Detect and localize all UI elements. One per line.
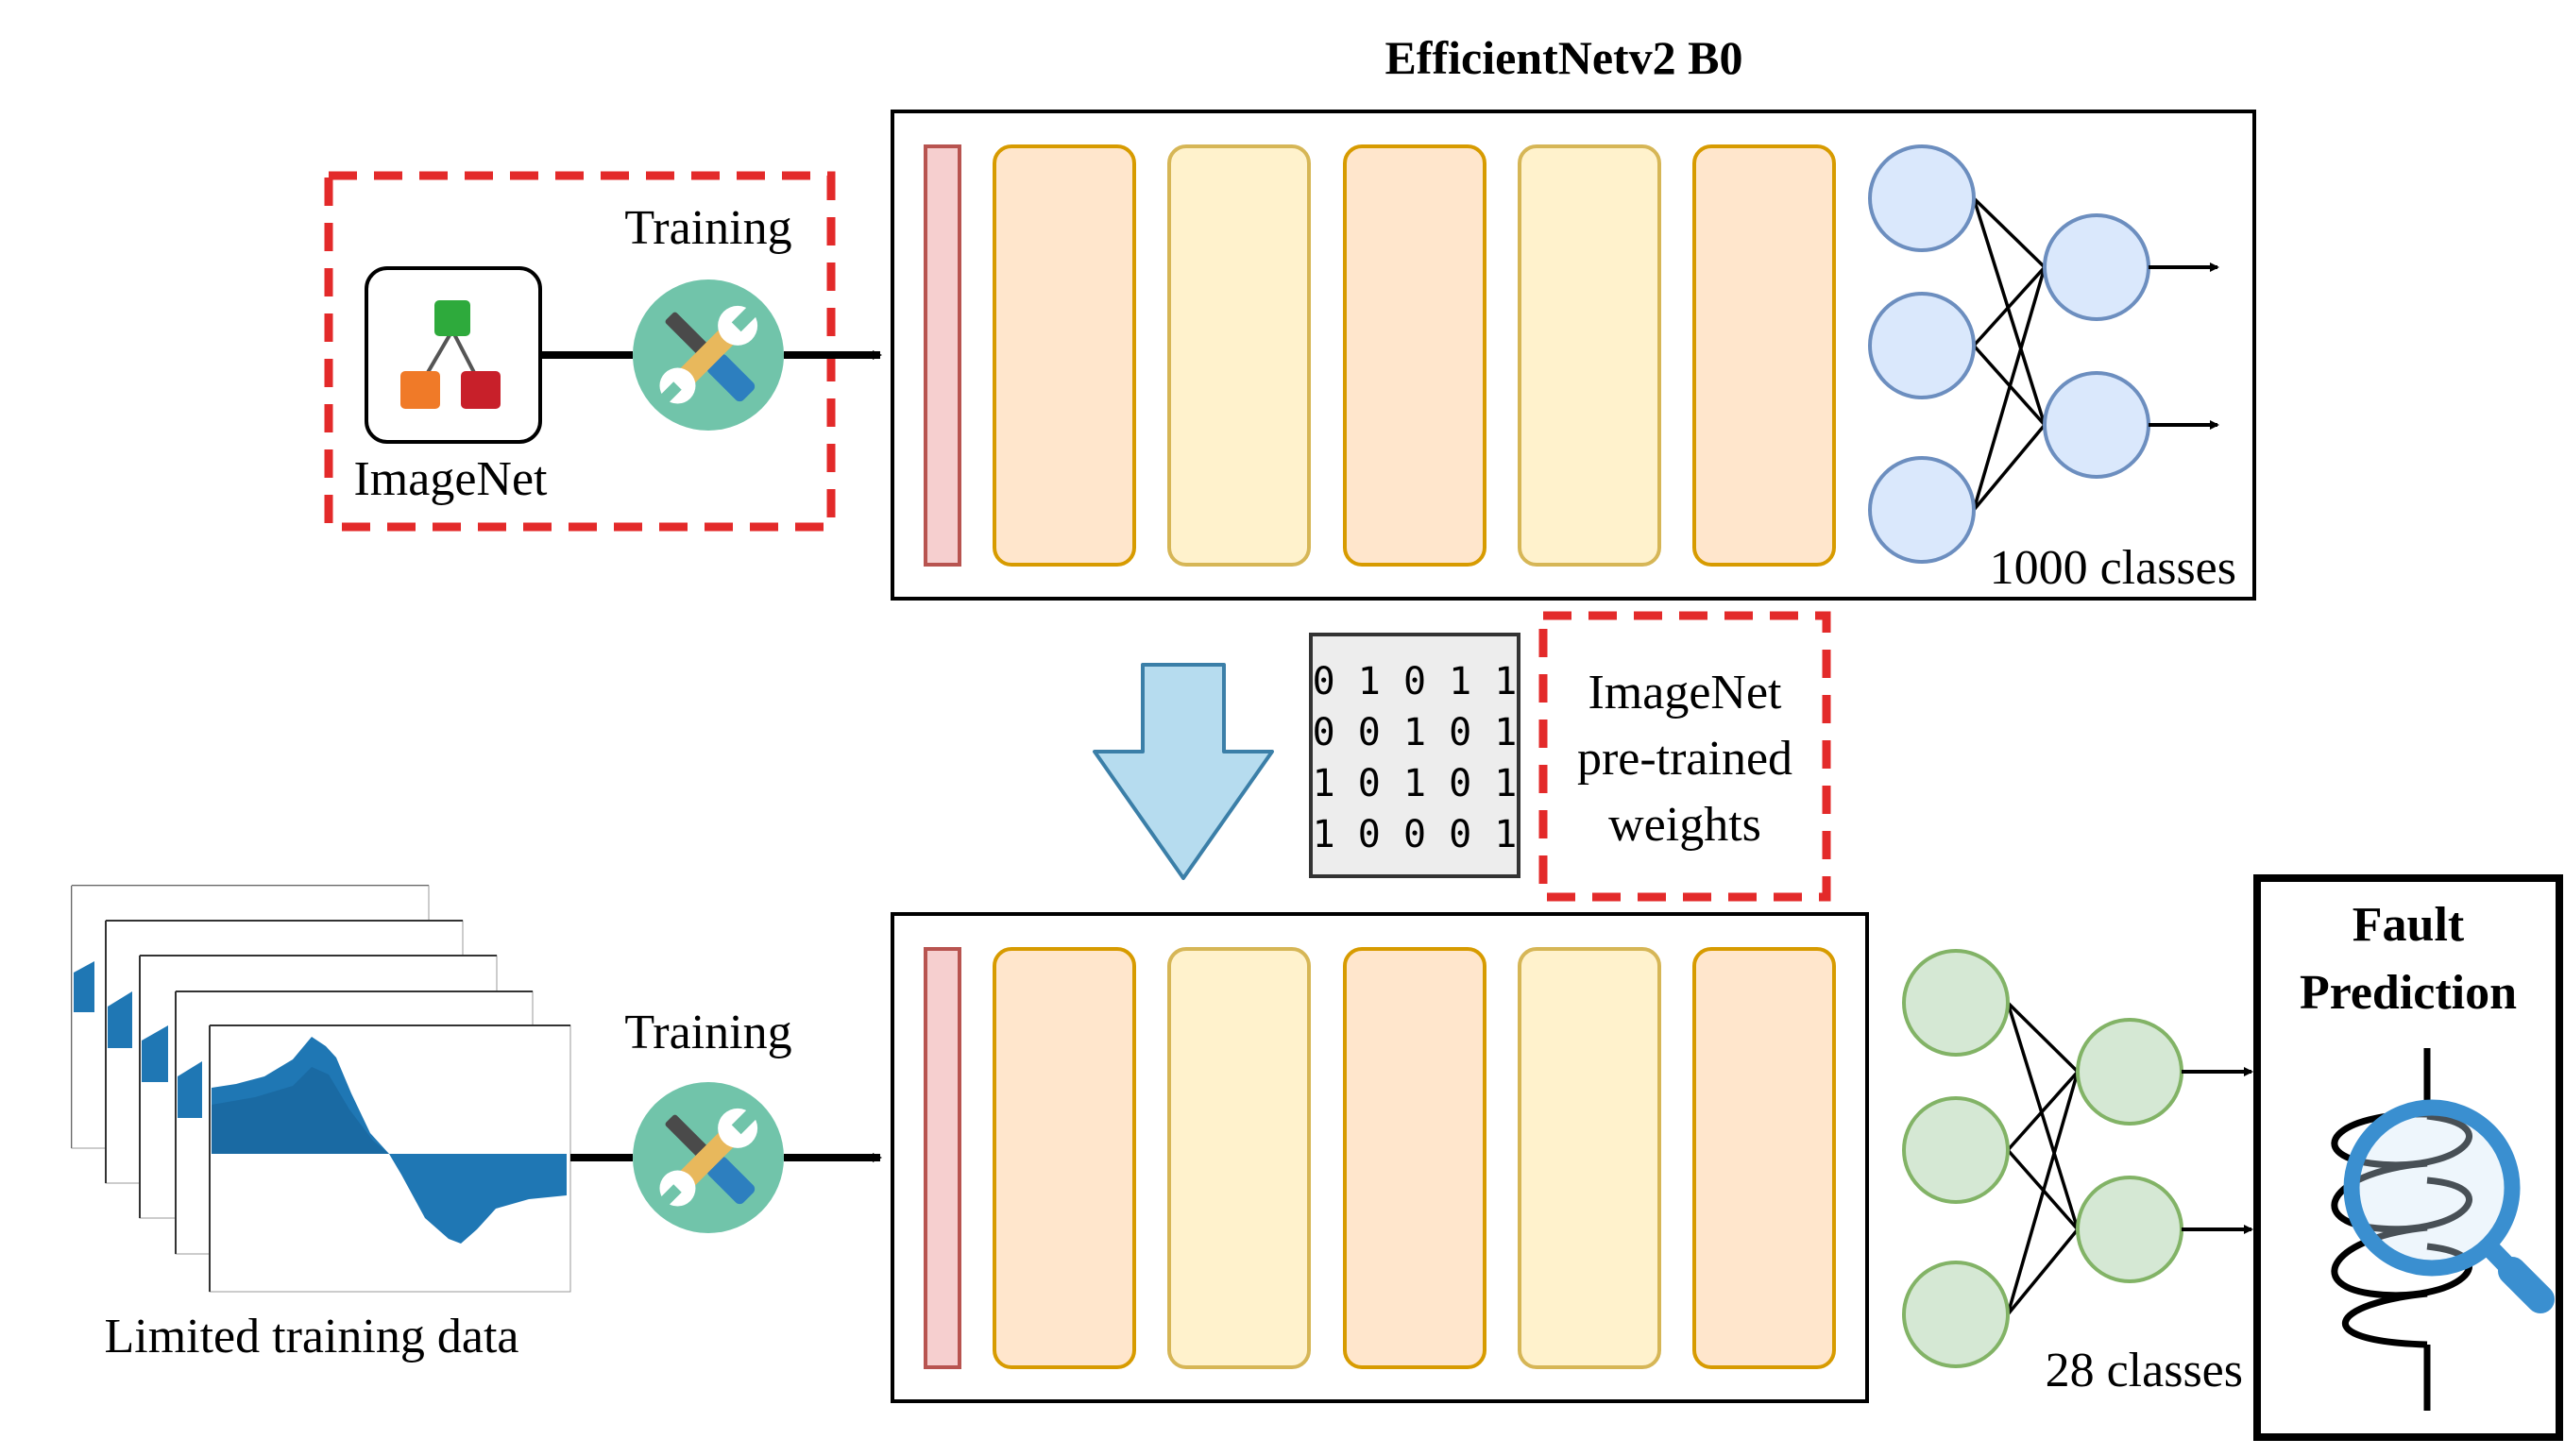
bottom-block-5 [1692,947,1836,1369]
data-sheet-front-waveform [209,1024,571,1293]
top-block-5 [1692,144,1836,567]
bottom-output-neuron-2 [2076,1176,2183,1283]
top-block-2 [1167,144,1311,567]
weights-label-line-3: weights [1608,798,1761,852]
bottom-input-layer [924,947,961,1369]
binary-row-2: 0 0 1 0 1 [1313,711,1518,754]
bottom-tools-icon [633,1082,784,1233]
binary-weights-icon: 0 1 0 1 1 0 0 1 0 1 1 0 1 0 1 1 0 0 0 1 [1309,633,1520,878]
weights-label-line-2: pre-trained [1577,732,1792,786]
imagenet-icon [365,266,542,444]
top-output-neuron-1 [2043,213,2150,321]
model-title: EfficientNetv2 B0 [1384,31,1742,84]
imagenet-training-dashed-box [324,171,836,532]
binary-row-3: 1 0 1 0 1 [1313,762,1518,805]
top-tools-icon [633,279,784,431]
bottom-hidden-neuron-3 [1902,1261,2010,1368]
bottom-training-label: Training [624,1006,791,1059]
bottom-block-3 [1343,947,1486,1369]
binary-row-1: 0 1 0 1 1 [1313,660,1518,703]
imagenet-label: ImageNet [353,452,548,506]
bottom-classifier-connections [2006,1001,2080,1316]
top-output-classes-label: 1000 classes [1990,541,2236,595]
top-hidden-neuron-1 [1868,144,1976,252]
top-hidden-neuron-3 [1868,456,1976,564]
pretrained-weights-dashed-box [1538,611,1831,902]
top-block-1 [993,144,1136,567]
bottom-block-2 [1167,947,1311,1369]
transfer-down-arrow [1093,663,1274,880]
bottom-block-4 [1518,947,1661,1369]
bottom-output-classes-label: 28 classes [2046,1344,2243,1397]
top-hidden-neuron-2 [1868,292,1976,399]
binary-row-4: 1 0 0 0 1 [1313,813,1518,856]
top-output-neuron-2 [2043,371,2150,479]
top-classifier-connections [1972,196,2047,512]
bottom-block-1 [993,947,1136,1369]
top-block-4 [1518,144,1661,567]
bottom-hidden-neuron-2 [1902,1096,2010,1204]
fault-title-line-2: Prediction [2300,966,2517,1020]
coil-magnifier-icon [2331,1048,2555,1411]
fault-title-line-1: Fault [2353,898,2465,952]
training-data-stack [71,885,571,1293]
top-training-label: Training [624,201,791,255]
weights-label-line-1: ImageNet [1588,666,1782,720]
bottom-output-neuron-1 [2076,1018,2183,1126]
bottom-hidden-neuron-1 [1902,949,2010,1057]
limited-training-data-label: Limited training data [105,1310,519,1363]
top-input-layer [924,144,961,567]
top-block-3 [1343,144,1486,567]
